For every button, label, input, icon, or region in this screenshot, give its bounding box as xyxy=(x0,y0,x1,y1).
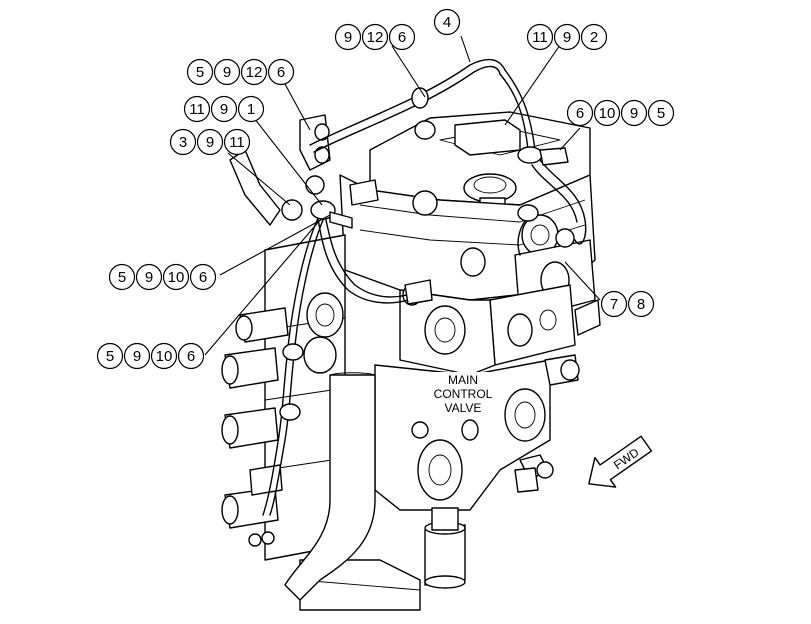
callout-number: 2 xyxy=(590,29,598,46)
callout-number: 9 xyxy=(220,101,228,118)
callout-bubble xyxy=(189,263,217,291)
callout-number: 6 xyxy=(576,105,584,122)
callout-number: 9 xyxy=(206,134,214,151)
component-label: MAIN CONTROL VALVE xyxy=(425,372,497,418)
callout-number: 12 xyxy=(246,64,263,81)
callout-c-9-12-6: 9 12 6 xyxy=(334,23,416,51)
callout-number: 12 xyxy=(367,29,384,46)
leader-lines xyxy=(204,35,601,356)
callout-bubble xyxy=(620,99,648,127)
callout-c-5-9-12-6: 5 9 12 6 xyxy=(186,58,295,86)
callout-c-5-9-10-6-upper: 5 9 10 6 xyxy=(108,263,217,291)
callout-number: 5 xyxy=(196,64,204,81)
fwd-arrow-icon: FWD xyxy=(588,435,653,488)
callout-bubble xyxy=(108,263,136,291)
component-label-line-1: MAIN xyxy=(448,373,478,387)
callout-number: 9 xyxy=(223,64,231,81)
callout-number: 9 xyxy=(630,105,638,122)
callout-number: 5 xyxy=(118,269,126,286)
callout-bubble xyxy=(361,23,389,51)
callout-number: 9 xyxy=(133,348,141,365)
callout-bubble xyxy=(526,23,554,51)
callout-bubble xyxy=(647,99,675,127)
callout-number: 9 xyxy=(344,29,352,46)
callout-number: 6 xyxy=(277,64,285,81)
callout-bubble xyxy=(600,290,628,318)
callout-bubble xyxy=(183,95,211,123)
callout-bubble xyxy=(96,342,124,370)
callout-number: 3 xyxy=(179,134,187,151)
component-label-line-3: VALVE xyxy=(445,401,482,415)
callout-bubble xyxy=(196,128,224,156)
callout-number: 8 xyxy=(637,296,645,313)
callout-number: 11 xyxy=(189,101,205,118)
callout-bubble xyxy=(433,8,461,36)
callout-number: 11 xyxy=(229,134,245,151)
callout-number: 6 xyxy=(187,348,195,365)
callout-bubble xyxy=(388,23,416,51)
callout-bubble xyxy=(334,23,362,51)
callout-number: 10 xyxy=(599,105,616,122)
callout-c-11-9-2: 11 9 2 xyxy=(526,23,608,51)
callout-bubble xyxy=(177,342,205,370)
callout-bubble xyxy=(267,58,295,86)
component-label-line-2: CONTROL xyxy=(434,387,493,401)
callout-c-6-10-9-5: 6 10 9 5 xyxy=(566,99,675,127)
callout-bubble xyxy=(566,99,594,127)
callout-bubble xyxy=(169,128,197,156)
callout-c-3-9-11: 3 9 11 xyxy=(169,128,251,156)
left-valve-stack xyxy=(221,114,379,601)
hose-clamps xyxy=(279,87,575,421)
callout-bubble xyxy=(210,95,238,123)
callout-c-11-9-1: 11 9 1 xyxy=(183,95,265,123)
callout-c-5-9-10-6-lower: 5 9 10 6 xyxy=(96,342,205,370)
main-control-valve-body xyxy=(299,111,601,611)
callout-bubble xyxy=(186,58,214,86)
callout-bubble xyxy=(237,95,265,123)
callout-number: 4 xyxy=(443,14,451,31)
callout-bubble xyxy=(580,23,608,51)
callout-number: 6 xyxy=(398,29,406,46)
callout-number: 9 xyxy=(145,269,153,286)
callout-bubble xyxy=(123,342,151,370)
callout-bubble xyxy=(223,128,251,156)
callout-number: 5 xyxy=(657,105,665,122)
callout-number: 1 xyxy=(247,101,255,118)
callout-number: 7 xyxy=(610,296,618,313)
callout-c-4: 4 xyxy=(433,8,461,36)
callout-bubble xyxy=(627,290,655,318)
callout-number: 10 xyxy=(156,348,173,365)
callout-number: 10 xyxy=(168,269,185,286)
callout-bubble xyxy=(593,99,621,127)
callout-bubble xyxy=(162,263,190,291)
callout-bubble xyxy=(553,23,581,51)
callout-number: 9 xyxy=(563,29,571,46)
callout-number: 6 xyxy=(199,269,207,286)
callout-bubble xyxy=(135,263,163,291)
callout-bubble xyxy=(240,58,268,86)
callout-number: 5 xyxy=(106,348,114,365)
callout-bubble xyxy=(150,342,178,370)
callout-bubble xyxy=(213,58,241,86)
callout-number: 11 xyxy=(532,29,548,46)
